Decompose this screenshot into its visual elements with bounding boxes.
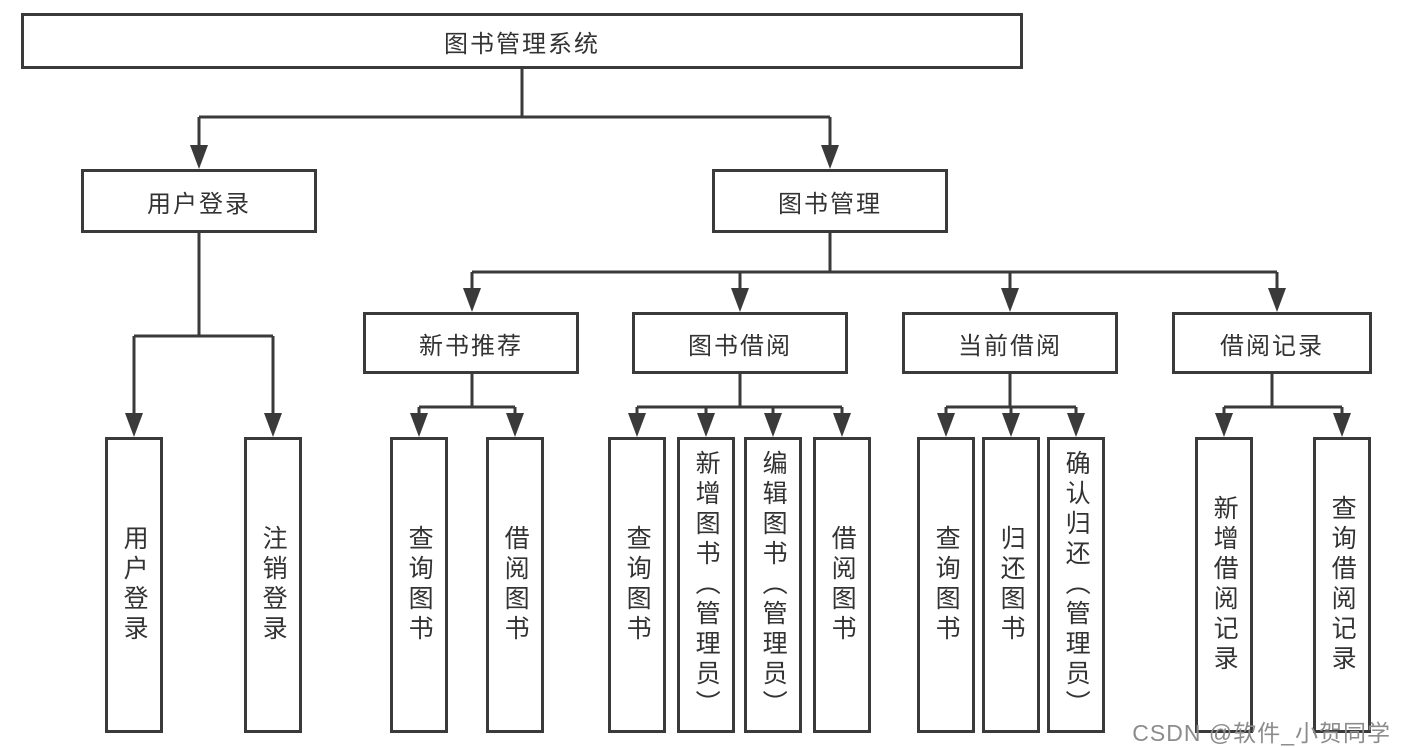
leaf-confirm-return-admin: 确认归还（管理员） [1047, 437, 1105, 733]
leaf-logout-label: 注销登录 [259, 525, 288, 645]
node-book-management: 图书管理 [712, 169, 948, 233]
leaf-add-borrow-record: 新增借阅记录 [1195, 437, 1253, 733]
leaf-user-login-label: 用户登录 [120, 525, 149, 645]
leaf-edit-books-admin: 编辑图书（管理员） [744, 437, 802, 733]
leaf-query-books-current: 查询图书 [917, 437, 975, 733]
leaf-confirm-return-admin-label: 确认归还（管理员） [1062, 450, 1091, 720]
leaf-borrow-books: 借阅图书 [813, 437, 871, 733]
node-book-borrow: 图书借阅 [632, 312, 848, 374]
leaf-query-books-current-label: 查询图书 [932, 525, 961, 645]
csdn-watermark: CSDN @软件_小贺同学 [1132, 720, 1391, 746]
leaf-query-books-recommend: 查询图书 [390, 437, 448, 733]
node-user-login: 用户登录 [81, 169, 317, 233]
node-borrow-records: 借阅记录 [1172, 312, 1372, 374]
leaf-query-borrow-record-label: 查询借阅记录 [1328, 495, 1357, 675]
node-borrow-records-label: 借阅记录 [1220, 332, 1324, 360]
leaf-return-books-label: 归还图书 [997, 525, 1026, 645]
leaf-return-books: 归还图书 [982, 437, 1040, 733]
node-user-login-label: 用户登录 [147, 190, 251, 218]
leaf-query-borrow-record: 查询借阅记录 [1313, 437, 1371, 733]
leaf-borrow-books-recommend-label: 借阅图书 [501, 525, 530, 645]
leaf-edit-books-admin-label: 编辑图书（管理员） [759, 450, 788, 720]
leaf-logout: 注销登录 [244, 437, 302, 733]
node-new-book-recommend: 新书推荐 [363, 312, 579, 374]
leaf-borrow-books-recommend: 借阅图书 [486, 437, 544, 733]
leaf-add-books-admin-label: 新增图书（管理员） [692, 450, 721, 720]
node-new-book-recommend-label: 新书推荐 [419, 332, 523, 360]
leaf-query-books-borrow-label: 查询图书 [623, 525, 652, 645]
leaf-user-login: 用户登录 [105, 437, 163, 733]
node-book-management-label: 图书管理 [778, 190, 882, 218]
leaf-add-books-admin: 新增图书（管理员） [677, 437, 735, 733]
leaf-add-borrow-record-label: 新增借阅记录 [1210, 495, 1239, 675]
node-root-system: 图书管理系统 [21, 13, 1023, 69]
node-current-borrow-label: 当前借阅 [958, 332, 1062, 360]
leaf-query-books-recommend-label: 查询图书 [405, 525, 434, 645]
node-current-borrow: 当前借阅 [902, 312, 1118, 374]
node-book-borrow-label: 图书借阅 [688, 332, 792, 360]
node-root-label: 图书管理系统 [444, 30, 600, 58]
leaf-query-books-borrow: 查询图书 [608, 437, 666, 733]
leaf-borrow-books-label: 借阅图书 [828, 525, 857, 645]
